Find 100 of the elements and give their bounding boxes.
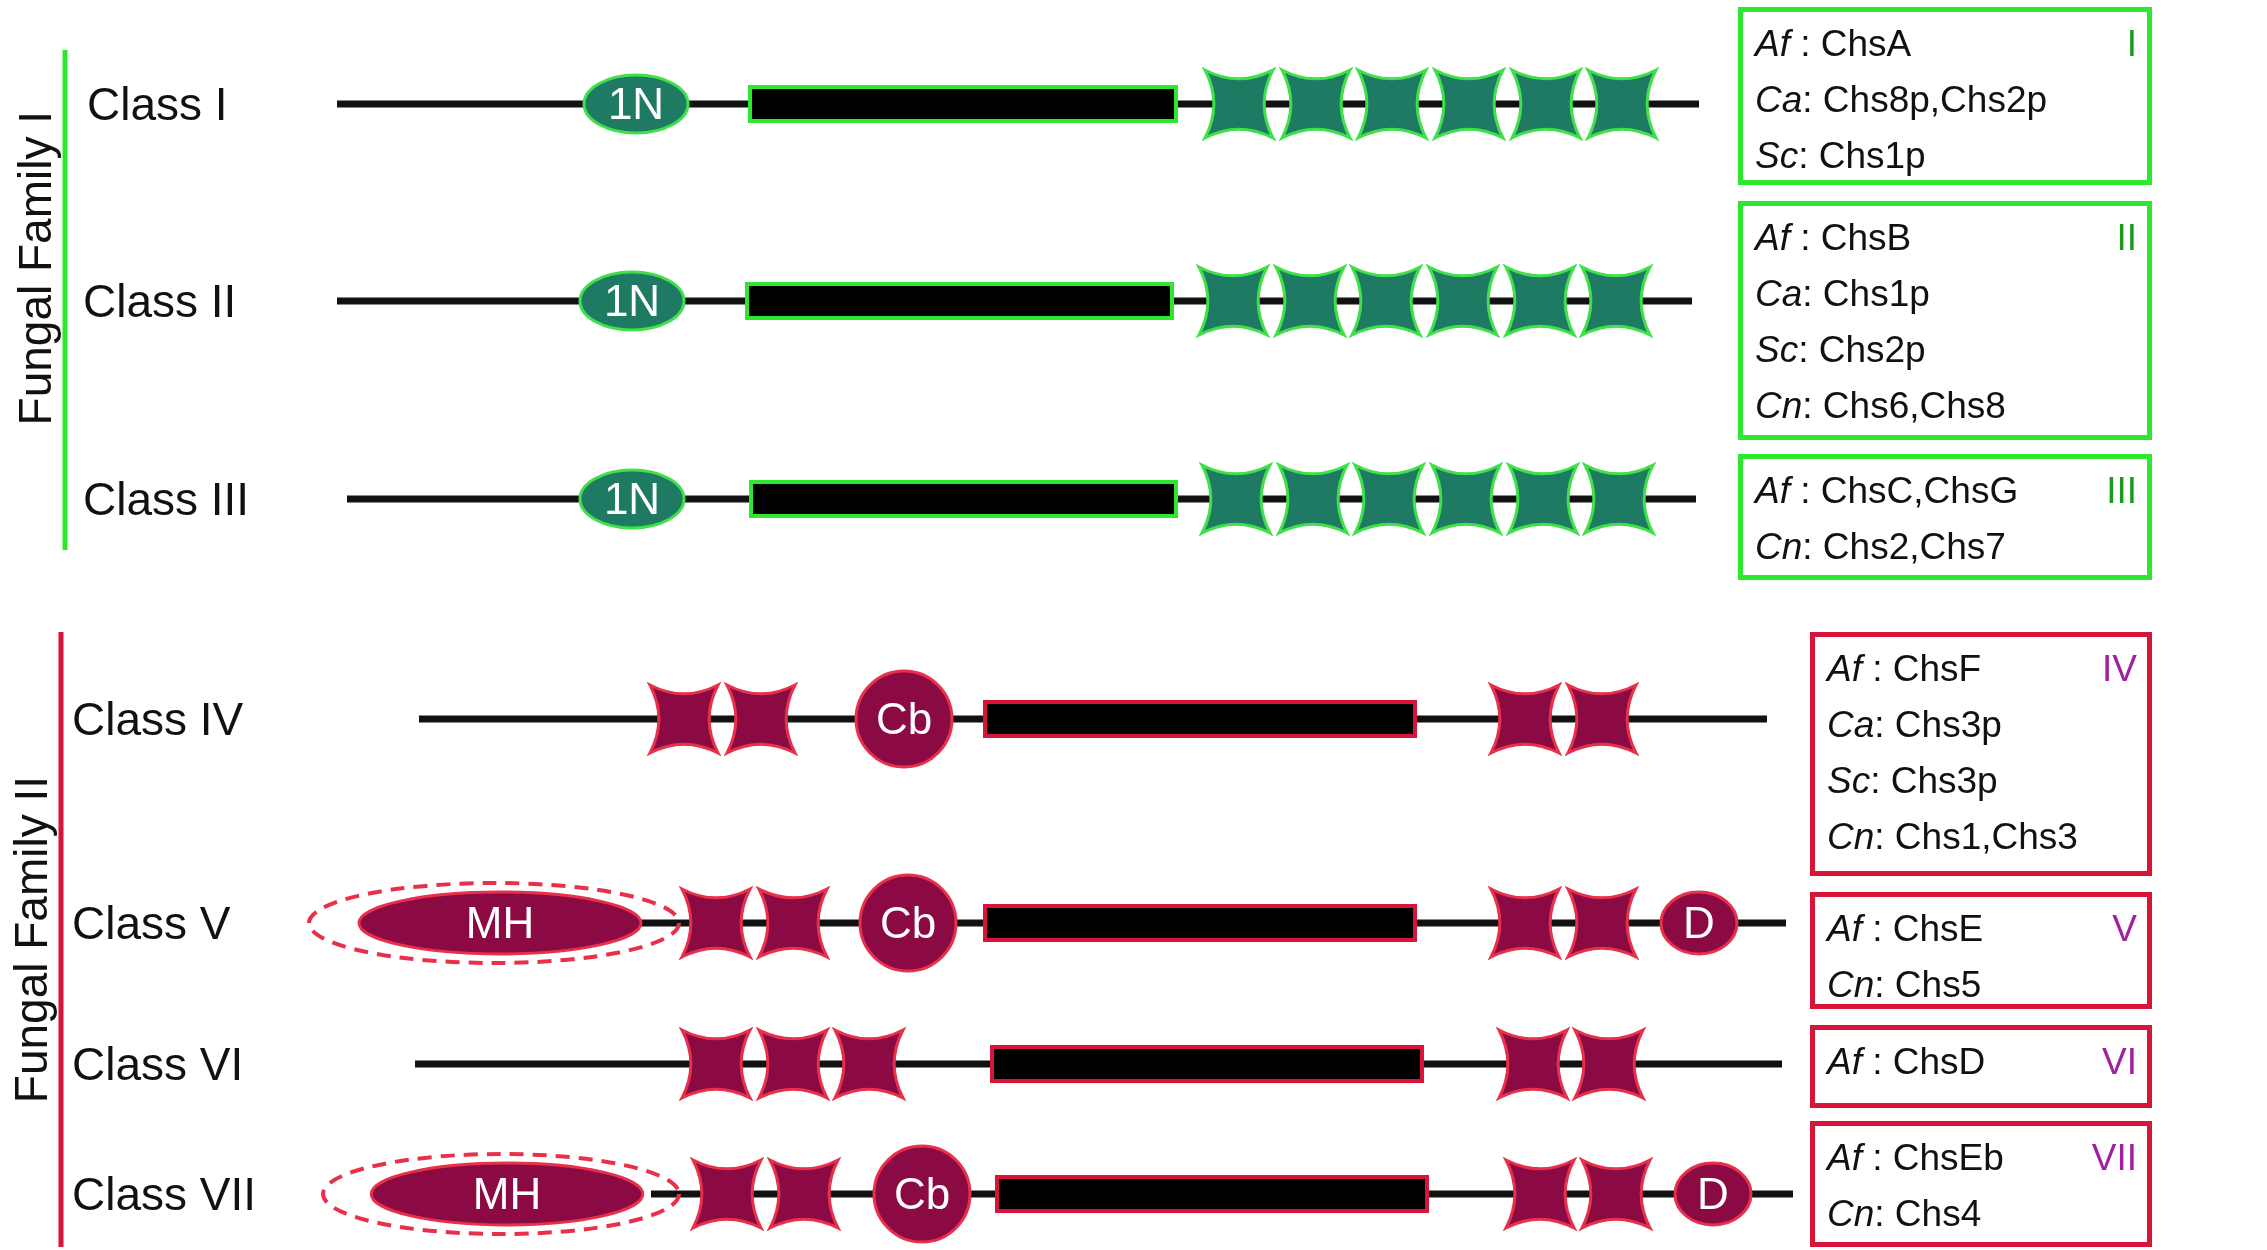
transmembrane-domain-shape: [1509, 67, 1583, 141]
species-gene-text: Sc: Chs2p: [1755, 328, 1926, 372]
catalytic-domain-bar: [748, 85, 1178, 123]
class-label: Class IV: [72, 696, 244, 742]
class-label: Class I: [87, 81, 228, 127]
domain-label: D: [1683, 901, 1715, 945]
gene-list-box: [1738, 7, 2152, 185]
domain-circle: [858, 873, 958, 973]
transmembrane-domain-shape: [1352, 462, 1426, 536]
domain-circle: [1659, 890, 1739, 956]
transmembrane-domain-shape: [1426, 264, 1500, 338]
species-gene-text: Cn: Chs4: [1827, 1192, 1982, 1236]
transmembrane-domain-shape: [1488, 886, 1562, 960]
species-gene-text: Cn: Chs2,Chs7: [1755, 525, 2006, 569]
class-numeral: VI: [2102, 1040, 2137, 1084]
transmembrane-domain-shape: [1349, 264, 1423, 338]
domain-label: Cb: [879, 901, 937, 945]
species-gene-text: Sc: Chs1p: [1755, 134, 1926, 178]
domain-label: MH: [465, 901, 535, 945]
transmembrane-domain-shape: [1199, 462, 1273, 536]
species-gene-text: Af : ChsEb: [1827, 1136, 2004, 1180]
domain-oval: [578, 468, 686, 530]
transmembrane-domain-shape: [756, 886, 830, 960]
species-gene-text: Ca: Chs8p,Chs2p: [1755, 78, 2048, 122]
transmembrane-domain-shape: [832, 1027, 906, 1101]
domain-circle: [872, 1144, 972, 1244]
gene-list-box: [1738, 454, 2152, 580]
species-gene-text: Cn: Chs5: [1827, 963, 1982, 1007]
class-numeral: I: [2126, 22, 2137, 66]
class-label: Class II: [83, 278, 237, 324]
catalytic-domain-bar: [983, 700, 1417, 738]
transmembrane-domain-shape: [1565, 682, 1639, 756]
domain-oval: [578, 270, 686, 332]
class-numeral: II: [2116, 216, 2137, 260]
myosin-motor-domain-ellipse: [320, 1151, 682, 1237]
gene-list-box: [1810, 892, 2152, 1009]
transmembrane-domain-shape: [1585, 67, 1659, 141]
transmembrane-domain-shape: [1276, 462, 1350, 536]
transmembrane-domain-shape: [1432, 67, 1506, 141]
transmembrane-domain-shape: [1579, 1157, 1653, 1231]
species-gene-text: Cn: Chs6,Chs8: [1755, 384, 2006, 428]
transmembrane-domain-shape: [1503, 1157, 1577, 1231]
transmembrane-domain-shape: [756, 1027, 830, 1101]
transmembrane-domain-shape: [679, 1027, 753, 1101]
domain-label: 1N: [603, 477, 661, 521]
class-numeral: V: [2112, 907, 2137, 951]
species-gene-text: Sc: Chs3p: [1827, 759, 1998, 803]
domain-label: D: [1697, 1172, 1729, 1216]
gene-list-box: [1810, 1025, 2152, 1108]
class-numeral: IV: [2102, 647, 2137, 691]
transmembrane-domain-shape: [679, 886, 753, 960]
transmembrane-domain-shape: [1506, 462, 1580, 536]
transmembrane-domain-shape: [1488, 682, 1562, 756]
transmembrane-domain-shape: [1429, 462, 1503, 536]
domain-label: 1N: [607, 82, 665, 126]
species-gene-text: Af : ChsE: [1827, 907, 1984, 951]
class-numeral: III: [2106, 469, 2137, 513]
transmembrane-domain-shape: [1273, 264, 1347, 338]
transmembrane-domain-shape: [1202, 67, 1276, 141]
species-gene-text: Af : ChsC,ChsG: [1755, 469, 2019, 513]
transmembrane-domain-shape: [767, 1157, 841, 1231]
catalytic-domain-bar: [745, 282, 1174, 320]
catalytic-domain-bar: [749, 480, 1178, 518]
transmembrane-domain-shape: [1565, 886, 1639, 960]
catalytic-domain-bar: [995, 1175, 1429, 1213]
transmembrane-domain-shape: [1196, 264, 1270, 338]
transmembrane-domain-shape: [724, 682, 798, 756]
species-gene-text: Af : ChsD: [1827, 1040, 1986, 1084]
domain-label: MH: [472, 1172, 542, 1216]
catalytic-domain-bar: [990, 1045, 1424, 1083]
species-gene-text: Ca: Chs1p: [1755, 272, 1930, 316]
transmembrane-domain-shape: [1279, 67, 1353, 141]
species-gene-text: Ca: Chs3p: [1827, 703, 2002, 747]
domain-circle: [1673, 1161, 1753, 1227]
transmembrane-domain-shape: [1572, 1027, 1646, 1101]
class-label: Class III: [83, 476, 250, 522]
domain-label: 1N: [603, 279, 661, 323]
transmembrane-domain-shape: [690, 1157, 764, 1231]
transmembrane-domain-shape: [647, 682, 721, 756]
myosin-motor-domain-ellipse: [306, 880, 682, 966]
gene-list-box: [1810, 1121, 2152, 1247]
class-numeral: VII: [2091, 1136, 2137, 1180]
class-label: Class VI: [72, 1041, 244, 1087]
domain-label: Cb: [875, 697, 933, 741]
domain-circle: [854, 669, 954, 769]
transmembrane-domain-shape: [1582, 462, 1656, 536]
transmembrane-domain-shape: [1355, 67, 1429, 141]
gene-list-box: [1810, 632, 2152, 876]
catalytic-domain-bar: [983, 904, 1417, 942]
species-gene-text: Af : ChsB: [1755, 216, 1912, 260]
transmembrane-domain-shape: [1503, 264, 1577, 338]
domain-label: Cb: [893, 1172, 951, 1216]
species-gene-text: Af : ChsF: [1827, 647, 1982, 691]
transmembrane-domain-shape: [1496, 1027, 1570, 1101]
gene-list-box: [1738, 201, 2152, 440]
class-label: Class VII: [72, 1171, 257, 1217]
domain-oval: [582, 73, 690, 135]
species-gene-text: Cn: Chs1,Chs3: [1827, 815, 2078, 859]
transmembrane-domain-shape: [1579, 264, 1653, 338]
species-gene-text: Af : ChsA: [1755, 22, 1912, 66]
